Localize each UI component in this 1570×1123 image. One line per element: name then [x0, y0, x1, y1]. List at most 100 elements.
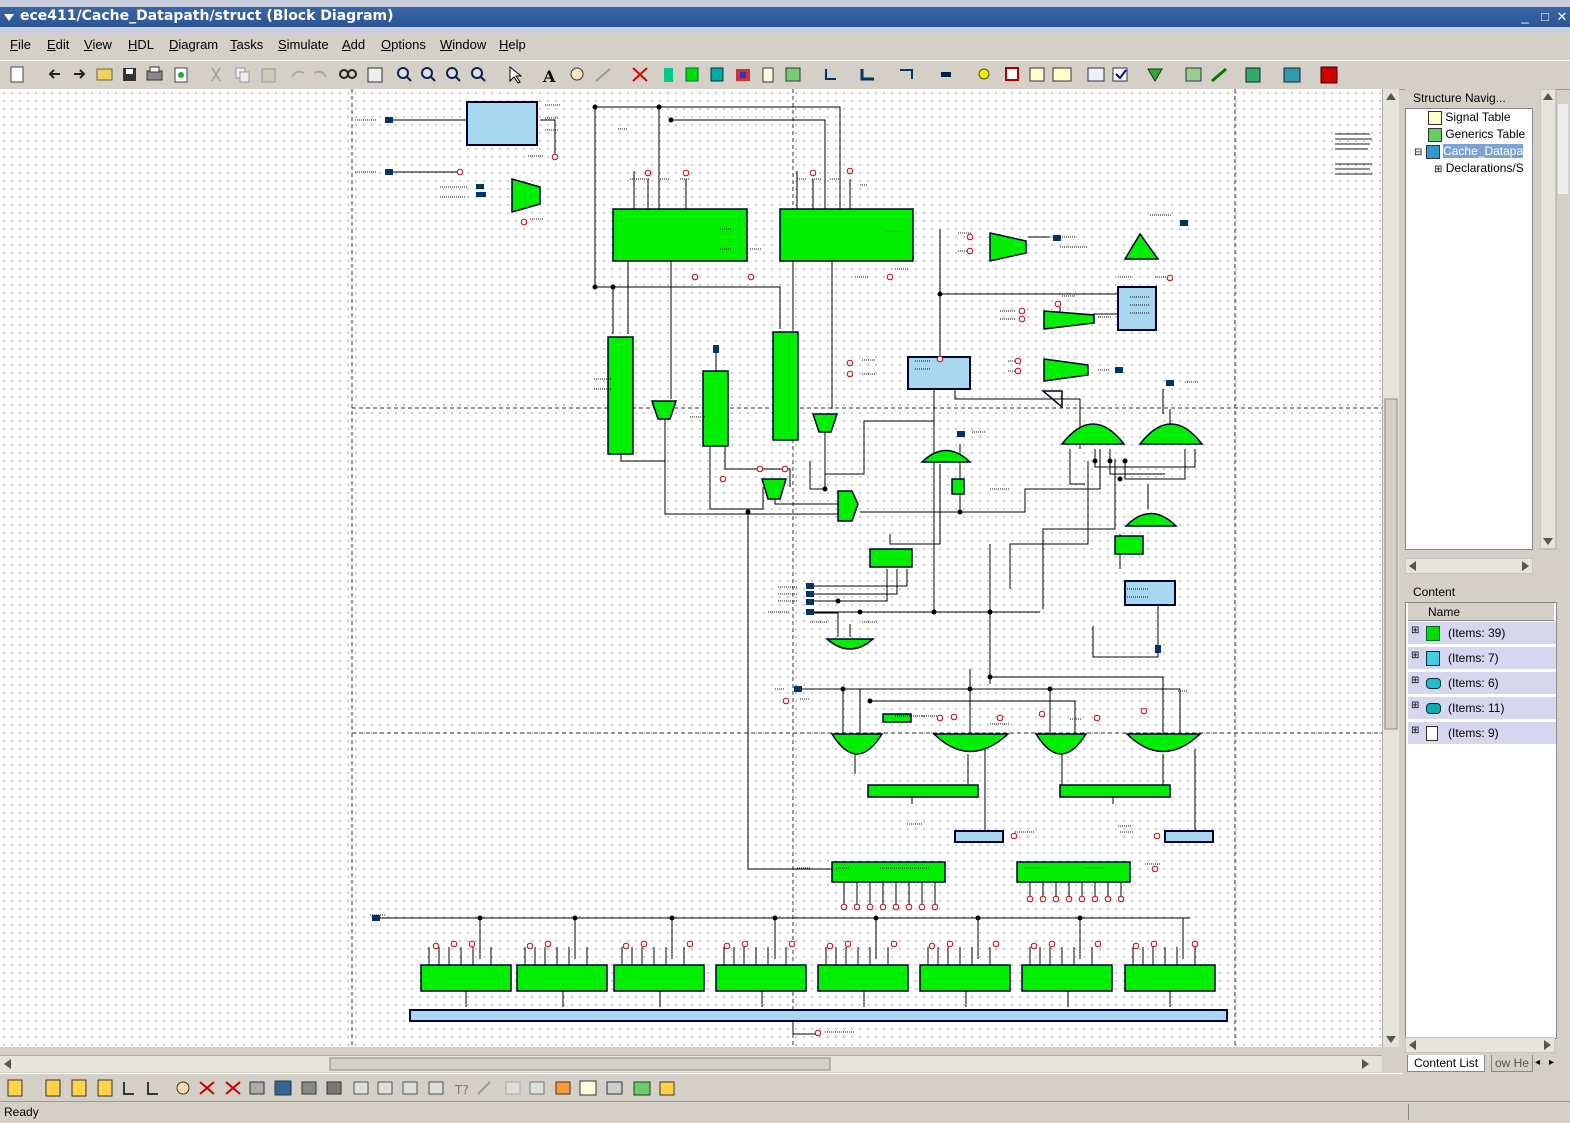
tables-icon[interactable] — [1052, 67, 1072, 82]
expand-icon[interactable]: ⊞ — [1411, 625, 1420, 636]
structure-navigator-vscroll[interactable] — [1540, 89, 1570, 559]
layer-icon[interactable] — [301, 1081, 317, 1095]
content-row-components[interactable]: ⊞ (Items: 39) — [1408, 622, 1556, 645]
tree-item-cache-datapath[interactable]: ⊟ Cache_Datapa — [1414, 144, 1524, 159]
window-menu-icon[interactable] — [4, 14, 14, 21]
scroll-up-icon[interactable] — [1386, 93, 1396, 100]
content-column-header[interactable]: Name — [1408, 603, 1554, 621]
menu-simulate[interactable]: Simulate — [278, 37, 329, 52]
sort-icon[interactable]: T? — [454, 1083, 469, 1097]
align-bottom-icon[interactable] — [71, 1079, 87, 1097]
save-icon[interactable] — [123, 68, 136, 81]
structure-navigator-hscroll[interactable] — [1405, 558, 1533, 574]
table-view-icon[interactable] — [353, 1081, 369, 1095]
add-signal-icon[interactable] — [941, 72, 951, 77]
scroll-right-icon[interactable] — [1362, 1059, 1369, 1069]
reroute-icon[interactable] — [147, 1082, 158, 1095]
grid-icon[interactable] — [274, 1080, 292, 1096]
paste-icon[interactable] — [261, 68, 276, 83]
canvas-horizontal-scrollbar[interactable] — [0, 1055, 1382, 1072]
rip-icon[interactable] — [199, 1081, 215, 1095]
expand-icon[interactable]: ⊞ — [1411, 650, 1420, 661]
tab-scroll-right-icon[interactable]: ▸ — [1549, 1057, 1555, 1068]
copy-icon[interactable] — [235, 67, 250, 83]
content-row-blocks[interactable]: ⊞ (Items: 7) — [1408, 647, 1556, 670]
tree-item-declarations[interactable]: ⊞ Declarations/S — [1434, 161, 1524, 175]
expand-icon[interactable]: ⊞ — [1434, 164, 1443, 175]
menu-edit[interactable]: Edit — [47, 37, 70, 52]
pen-icon[interactable] — [595, 68, 611, 82]
align-top-icon[interactable] — [45, 1079, 61, 1097]
view-icon[interactable] — [249, 1081, 265, 1095]
menu-help[interactable]: Help — [499, 37, 526, 52]
content-row-text[interactable]: ⊞ (Items: 9) — [1408, 722, 1556, 745]
block-diagram-canvas[interactable] — [0, 89, 1382, 1047]
add-link-icon[interactable] — [1005, 67, 1019, 81]
forward-icon[interactable] — [74, 69, 86, 79]
simulate-icon[interactable] — [1211, 67, 1227, 83]
scroll-thumb[interactable] — [1384, 398, 1398, 730]
menu-file[interactable]: File — [10, 37, 31, 52]
add-frame-icon[interactable] — [785, 67, 801, 82]
minimize-icon[interactable]: _ — [1521, 9, 1529, 24]
schematic-drawing[interactable] — [0, 89, 1382, 1047]
scroll-down-icon[interactable] — [1386, 1036, 1396, 1043]
stop-icon[interactable] — [1320, 66, 1338, 84]
zoom-in-icon[interactable] — [397, 67, 412, 82]
synthesis-icon[interactable] — [1245, 67, 1261, 83]
arrange-icon[interactable] — [377, 1081, 393, 1095]
tab-content-list[interactable]: Content List — [1407, 1055, 1486, 1072]
menu-diagram[interactable]: Diagram — [169, 37, 219, 52]
rip-all-icon[interactable] — [225, 1081, 241, 1095]
cut-icon[interactable] — [211, 67, 221, 82]
disabled-tool2-icon[interactable] — [529, 1081, 545, 1095]
tree-item-generics-table[interactable]: Generics Table — [1428, 127, 1525, 142]
content-row-ports[interactable]: ⊞ (Items: 6) — [1408, 672, 1556, 695]
cancel-view-icon[interactable] — [428, 1081, 444, 1095]
redo-icon[interactable] — [313, 70, 327, 78]
add-port-icon[interactable] — [736, 69, 750, 81]
tools-icon[interactable] — [326, 1081, 342, 1095]
add-interface-icon[interactable] — [762, 67, 774, 83]
zoom-out-icon[interactable] — [421, 67, 436, 82]
hand-icon[interactable] — [176, 1081, 190, 1095]
tree-item-signal-table[interactable]: Signal Table — [1428, 110, 1511, 125]
find-icon[interactable] — [339, 69, 357, 79]
add-embedded-icon[interactable] — [710, 67, 724, 82]
expand-icon[interactable]: ⊞ — [1411, 675, 1420, 686]
delete-icon[interactable] — [632, 67, 648, 82]
new-file-icon[interactable] — [10, 66, 24, 83]
canvas-vertical-scrollbar[interactable] — [1382, 89, 1399, 1047]
undo-icon[interactable] — [291, 70, 305, 78]
menu-view[interactable]: View — [84, 37, 112, 52]
zoom-fit-icon[interactable] — [446, 67, 461, 82]
add-bundle-icon[interactable] — [900, 69, 913, 79]
page-setup-icon[interactable] — [174, 67, 188, 83]
content-hscroll[interactable] — [1405, 1037, 1555, 1053]
maximize-icon[interactable]: □ — [1541, 9, 1549, 24]
edit-icon[interactable] — [477, 1081, 491, 1095]
align-middle-icon[interactable] — [97, 1079, 113, 1097]
pan-hand-icon[interactable] — [570, 67, 584, 81]
compile-icon[interactable] — [1185, 67, 1202, 82]
add-block-icon[interactable] — [664, 68, 673, 82]
copy-view-icon[interactable] — [402, 1081, 418, 1095]
content-row-signals[interactable]: ⊞ (Items: 11) — [1408, 697, 1556, 720]
hscroll-thumb[interactable] — [329, 1057, 831, 1071]
hierarchy-icon[interactable] — [367, 67, 383, 83]
browse-icon[interactable] — [1087, 67, 1105, 82]
add-bus-icon[interactable] — [860, 69, 874, 81]
menu-hdl[interactable]: HDL — [128, 37, 155, 52]
check-icon[interactable] — [1112, 67, 1128, 82]
filter-icon[interactable] — [555, 1081, 571, 1095]
select-pointer-icon[interactable] — [509, 65, 523, 84]
print-icon[interactable] — [146, 66, 163, 81]
text-tool-icon[interactable]: A — [542, 67, 556, 86]
menu-options[interactable]: Options — [381, 37, 426, 52]
tab-other[interactable]: ow He — [1491, 1055, 1534, 1072]
open-folder-icon[interactable] — [96, 68, 113, 81]
collapse-icon[interactable]: ⊟ — [1414, 147, 1423, 158]
export-icon[interactable] — [659, 1081, 675, 1096]
flow-icon[interactable] — [1283, 67, 1301, 83]
menu-tasks[interactable]: Tasks — [230, 37, 264, 52]
